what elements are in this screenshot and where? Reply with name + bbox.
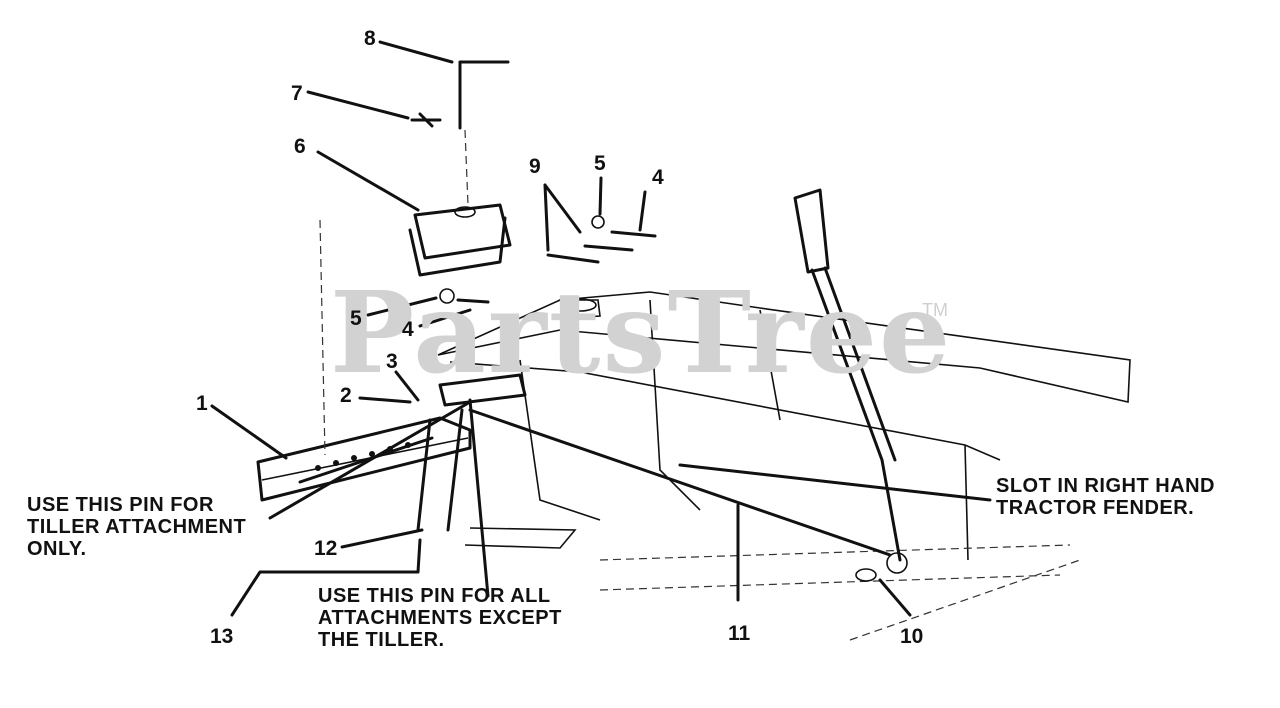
- callout-5-bottom: 5: [350, 307, 362, 330]
- callout-3: 3: [386, 350, 398, 373]
- watermark: PartsTree: [330, 268, 953, 399]
- bolts: [439, 215, 657, 304]
- callout-9: 9: [529, 155, 541, 178]
- callout-4-bottom: 4: [402, 318, 414, 341]
- callout-11: 11: [728, 622, 751, 645]
- callout-2: 2: [340, 384, 352, 407]
- callout-8: 8: [364, 27, 376, 50]
- note-all-pin: USE THIS PIN FOR ALL ATTACHMENTS EXCEPT …: [318, 585, 562, 651]
- note-tiller-pin: USE THIS PIN FOR TILLER ATTACHMENT ONLY.: [27, 494, 247, 560]
- leader-lines: [210, 40, 992, 617]
- callout-1: 1: [196, 392, 208, 415]
- pin-and-clip: [410, 60, 510, 130]
- note-slot: SLOT IN RIGHT HAND TRACTOR FENDER.: [996, 475, 1215, 519]
- callout-10: 10: [900, 625, 924, 648]
- lift-lever: [468, 188, 908, 582]
- tractor-fender: [437, 291, 1131, 641]
- bracket: [319, 129, 512, 456]
- callout-5-top: 5: [594, 152, 606, 175]
- callout-4-top: 4: [652, 166, 664, 189]
- callout-13: 13: [210, 625, 234, 648]
- trademark-mark: TM: [922, 300, 948, 320]
- hitch-frame: [256, 373, 577, 549]
- callout-12: 12: [314, 537, 338, 560]
- callout-7: 7: [291, 82, 303, 105]
- callout-6: 6: [294, 135, 306, 158]
